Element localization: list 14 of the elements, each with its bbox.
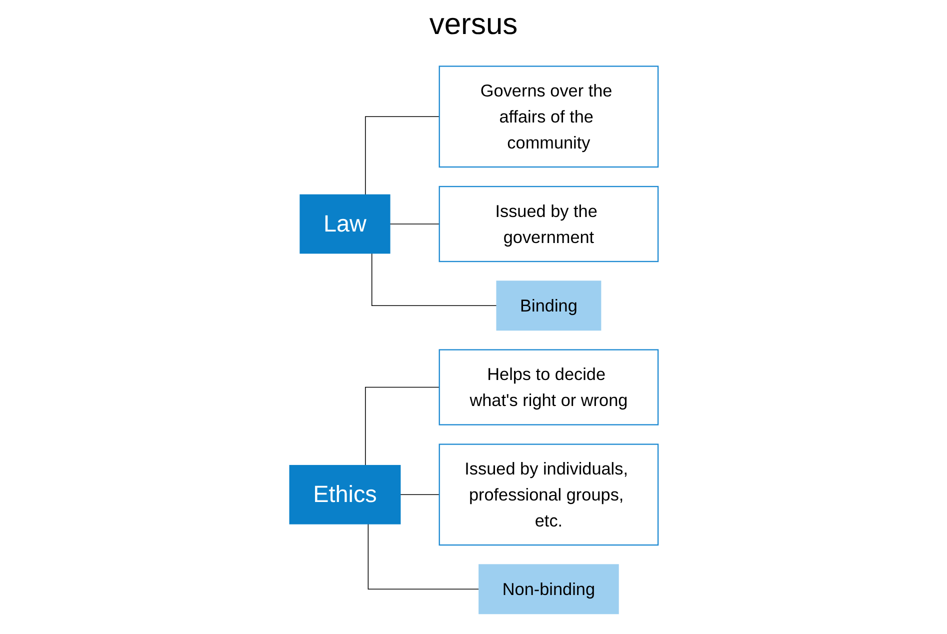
- node-box: Governs over the affairs of the community: [438, 66, 658, 168]
- connector: [400, 494, 440, 496]
- connector: [371, 252, 497, 306]
- node-box: Law: [299, 194, 390, 254]
- label-text: versus: [429, 8, 518, 41]
- node-box: Issued by the government: [438, 186, 658, 262]
- connector: [364, 386, 440, 466]
- connector: [367, 524, 479, 590]
- connector: [364, 116, 440, 196]
- node-box: Helps to decide what's right or wrong: [438, 349, 658, 426]
- node-box: Non-binding: [478, 564, 618, 614]
- node-box: Issued by individuals, professional groups, etc.: [438, 444, 658, 546]
- node-box: Ethics: [288, 464, 400, 524]
- node-box: Binding: [496, 280, 601, 331]
